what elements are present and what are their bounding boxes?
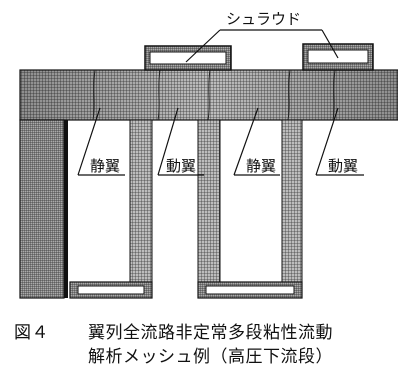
leader-rotor-2 <box>315 107 364 176</box>
figure-caption-line-2: 解析メッシュ例（高圧下流段） <box>88 342 333 367</box>
figure-caption-line-1: 図４ 翼列全流路非定常多段粘性流動 <box>14 318 333 343</box>
label-rotor-1: 動翼 <box>166 157 196 175</box>
hub-cavity-1 <box>69 119 153 299</box>
figure-number: 図４ <box>14 323 49 343</box>
leader-stator-2 <box>233 107 280 176</box>
shroud-cavity-1 <box>144 45 232 71</box>
leader-stator-1 <box>77 107 125 176</box>
caption-text-2: 解析メッシュ例（高圧下流段） <box>88 347 333 367</box>
label-rotor-2: 動翼 <box>328 157 358 175</box>
label-stator-2: 静翼 <box>246 157 276 175</box>
mesh-figure: シュラウド 静翼 動翼 静翼 動翼 <box>19 10 398 299</box>
label-stator-1: 静翼 <box>90 157 120 175</box>
label-shroud: シュラウド <box>226 10 301 28</box>
leader-shroud <box>185 29 339 63</box>
leader-rotor-1 <box>157 107 204 176</box>
caption-text-1: 翼列全流路非定常多段粘性流動 <box>88 323 333 343</box>
hub-cavity-2 <box>197 119 303 299</box>
inlet-leg <box>19 119 68 299</box>
